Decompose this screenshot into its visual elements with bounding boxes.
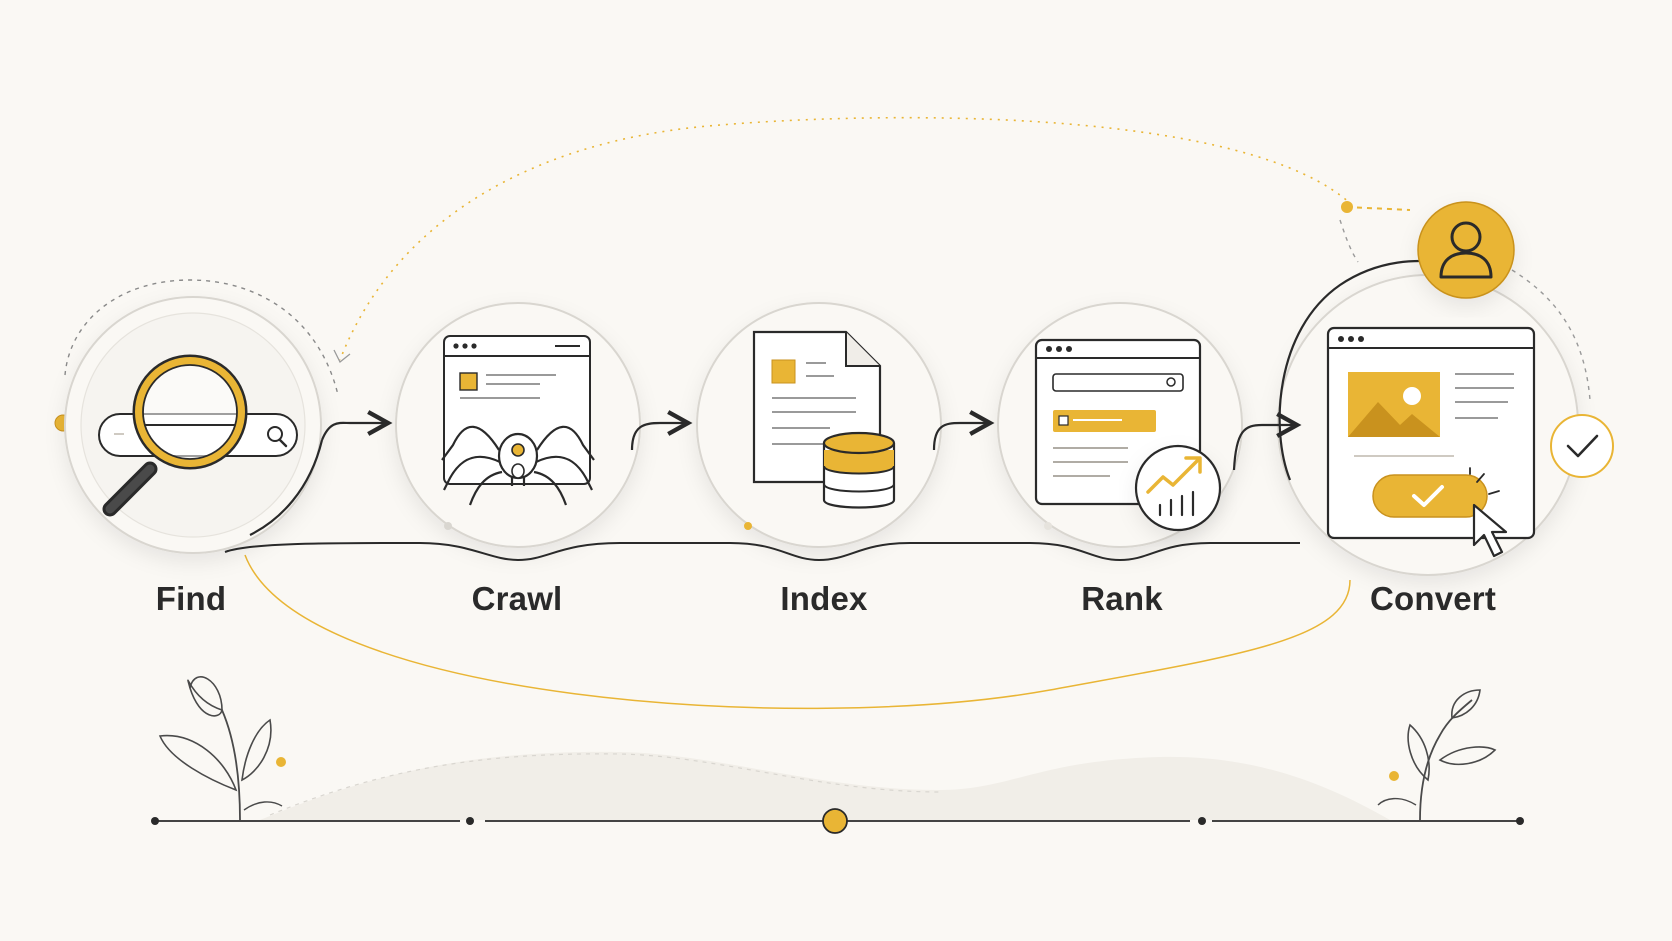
step-label-convert: Convert xyxy=(1369,580,1497,617)
convert-outer-arc xyxy=(1278,259,1441,481)
step-label-rank: Rank xyxy=(1081,580,1163,617)
spider-crawler-icon xyxy=(441,335,595,506)
plant-dot-left xyxy=(276,757,286,767)
hill-dashed-top xyxy=(269,753,941,816)
arrow-rank-to-convert xyxy=(1232,425,1297,471)
step-label-index: Index xyxy=(780,580,868,617)
accent-dot-rank xyxy=(1044,522,1052,530)
user-link-dot xyxy=(1341,201,1353,213)
timeline xyxy=(151,808,1524,834)
landing-page-cta-icon xyxy=(1326,326,1536,558)
feedback-loop-arrowhead xyxy=(333,349,351,364)
arrow-find-curve-under xyxy=(249,439,324,536)
user-icon xyxy=(1417,201,1515,299)
search-results-trend-icon xyxy=(1034,338,1222,532)
step-label-find: Find xyxy=(155,580,227,617)
magnifier-search-icon xyxy=(98,354,298,517)
dashed-arc-convert-right xyxy=(1511,269,1591,401)
hill-left xyxy=(260,751,1390,820)
plant-dot-right xyxy=(1389,771,1399,781)
timeline-marker xyxy=(822,808,848,834)
feedback-loop-dotted xyxy=(339,116,1353,361)
bottom-return-loop xyxy=(244,554,1351,710)
check-icon xyxy=(1550,414,1614,478)
accent-dot-index xyxy=(744,522,752,530)
leaf-sprout-icon xyxy=(1377,689,1497,821)
arrow-index-to-rank xyxy=(932,423,990,451)
document-database-icon xyxy=(752,330,896,509)
dashed-arc-convert-top xyxy=(1339,219,1359,263)
find-dashed-ring xyxy=(64,279,339,396)
bottom-connector xyxy=(224,541,1300,562)
step-label-crawl: Crawl xyxy=(471,580,563,617)
arrow-crawl-to-index xyxy=(630,423,688,451)
arrow-find-to-crawl xyxy=(320,423,388,441)
accent-dot-crawl xyxy=(444,522,452,530)
user-dotted-link xyxy=(1346,206,1411,211)
leaf-sprout-icon xyxy=(158,676,283,821)
